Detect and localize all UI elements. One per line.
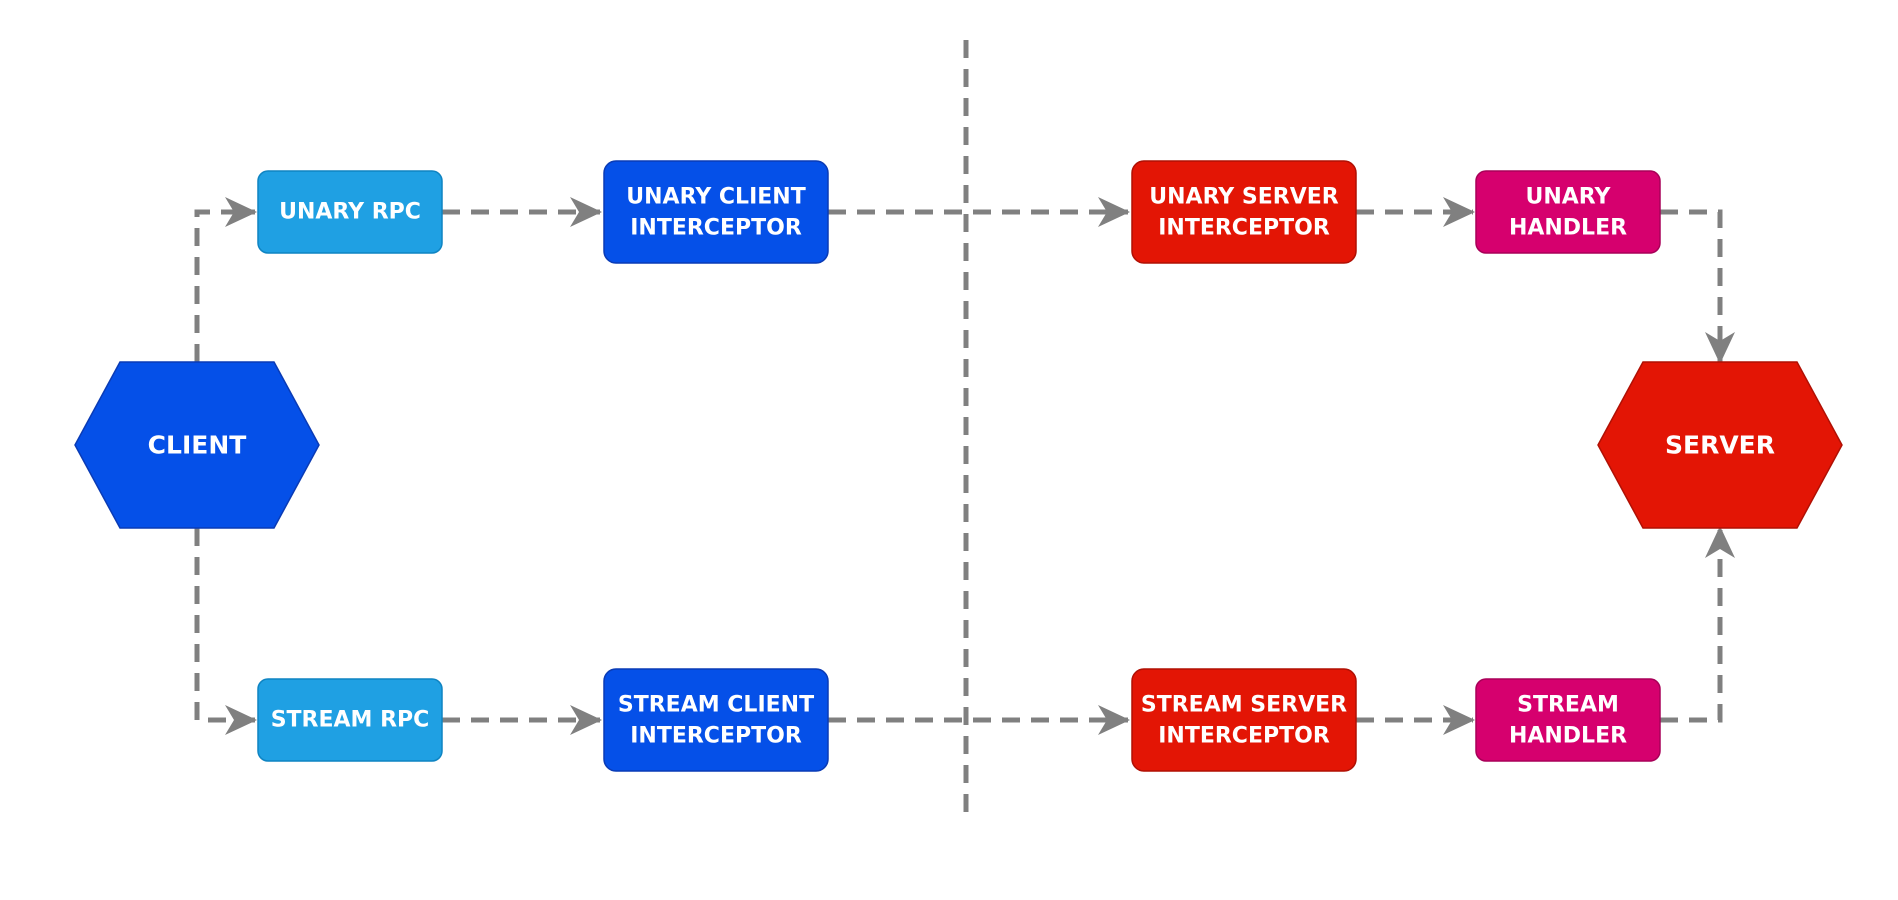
stream-server-interceptor-node: STREAM SERVER INTERCEPTOR [1131,668,1357,772]
client-node: CLIENT [74,361,320,529]
server-label: SERVER [1665,431,1775,460]
stream-server-interceptor-label-line1: STREAM SERVER [1141,693,1347,718]
unary-rpc-label: UNARY RPC [279,200,421,225]
edge-client-to-unary-rpc [194,197,257,362]
edge-client-to-stream-rpc [194,528,257,735]
server-node: SERVER [1597,361,1843,529]
stream-rpc-label: STREAM RPC [271,708,430,733]
unary-handler-node: UNARY HANDLER [1475,170,1661,254]
unary-server-interceptor-node: UNARY SERVER INTERCEPTOR [1131,160,1357,264]
edge-unary-handler-to-server [1660,209,1735,364]
client-label: CLIENT [148,431,247,460]
edge-stream-handler-to-server [1660,526,1735,723]
stream-handler-label-line2: HANDLER [1509,724,1627,749]
stream-handler-node: STREAM HANDLER [1475,678,1661,762]
unary-client-interceptor-label-line1: UNARY CLIENT [626,185,805,210]
stream-client-interceptor-label-line1: STREAM CLIENT [618,693,814,718]
stream-client-interceptor-label-line2: INTERCEPTOR [630,724,802,749]
edges [194,197,1735,735]
unary-handler-label-line2: HANDLER [1509,216,1627,241]
unary-server-interceptor-label-line2: INTERCEPTOR [1158,216,1330,241]
unary-client-interceptor-label-line2: INTERCEPTOR [630,216,802,241]
stream-rpc-node: STREAM RPC [257,678,443,762]
unary-rpc-node: UNARY RPC [257,170,443,254]
unary-client-interceptor-node: UNARY CLIENT INTERCEPTOR [603,160,829,264]
stream-server-interceptor-label-line2: INTERCEPTOR [1158,724,1330,749]
stream-client-interceptor-node: STREAM CLIENT INTERCEPTOR [603,668,829,772]
stream-handler-label-line1: STREAM [1517,693,1619,718]
unary-handler-label-line1: UNARY [1526,185,1612,210]
unary-server-interceptor-label-line1: UNARY SERVER [1149,185,1338,210]
